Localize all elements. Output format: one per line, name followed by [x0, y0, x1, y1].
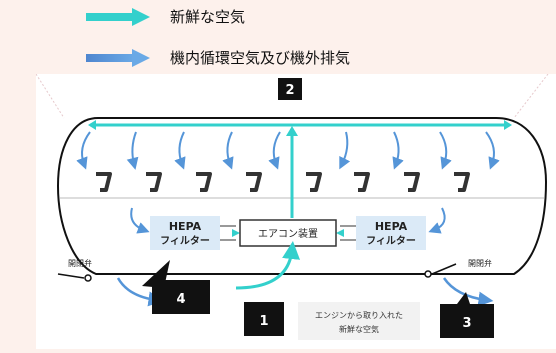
filter-connectors: [220, 225, 356, 241]
legend-fresh-air-arrow-icon: [86, 8, 150, 26]
legend-recirculated-air-label: 機内循環空気及び機外排気: [170, 49, 351, 67]
marker-1-label: 1: [259, 314, 268, 329]
exhaust-arrow-right: [442, 277, 494, 307]
filter-to-ac-arrow-left: [232, 229, 240, 237]
engine-note-line1: エンジンから取り入れた: [315, 311, 403, 320]
hepa-filter-left-line2: フィルター: [160, 235, 210, 247]
marker-3: 3: [440, 292, 494, 338]
valve-left-icon: [84, 274, 92, 282]
legend-recirculated-air-arrow-icon: [86, 49, 150, 67]
recirculation-arrows: [130, 207, 446, 234]
perspective-line: [513, 73, 549, 119]
riser-arrow: [286, 126, 298, 136]
filter-to-ac-arrow-right: [336, 229, 344, 237]
hepa-filter-left: [150, 216, 220, 250]
engine-note-box: [298, 302, 420, 340]
valve-right-flap: [431, 263, 457, 275]
valve-right-label: 開閉弁: [468, 258, 492, 268]
marker-1: 1: [244, 302, 284, 336]
exhaust-arrow-left: [116, 277, 164, 307]
engine-note-line2: 新鮮な空気: [339, 324, 379, 334]
cabin-seats: [96, 172, 470, 192]
valve-left-flap: [57, 273, 85, 279]
duct-arrow-right: [504, 120, 512, 130]
marker-2: 2: [278, 78, 302, 100]
marker-2-label: 2: [285, 83, 294, 98]
marker-4-label: 4: [176, 292, 185, 307]
hepa-filter-left-line1: HEPA: [169, 220, 202, 233]
valve-left-label: 開閉弁: [68, 258, 92, 268]
marker-4: 4: [142, 260, 210, 314]
legend-fresh-air-label: 新鮮な空気: [170, 8, 246, 26]
diagram-canvas: HEPA フィルター HEPA フィルター エアコン装置 開閉弁 開閉弁: [35, 73, 549, 340]
valve-right-icon: [424, 270, 432, 278]
hepa-filter-right-line2: フィルター: [366, 235, 416, 247]
aircraft-airflow-diagram: HEPA フィルター HEPA フィルター エアコン装置 開閉弁 開閉弁: [35, 73, 556, 349]
cabin-downflow-arrows: [76, 131, 500, 170]
engine-intake-arrow: [235, 241, 301, 290]
duct-arrow-left: [88, 120, 96, 130]
fuselage-outline: [56, 117, 548, 275]
perspective-line: [35, 73, 65, 119]
marker-3-label: 3: [462, 316, 471, 331]
air-conditioner-label: エアコン装置: [258, 227, 318, 240]
hepa-filter-right: [356, 216, 426, 250]
hepa-filter-right-line1: HEPA: [375, 220, 408, 233]
